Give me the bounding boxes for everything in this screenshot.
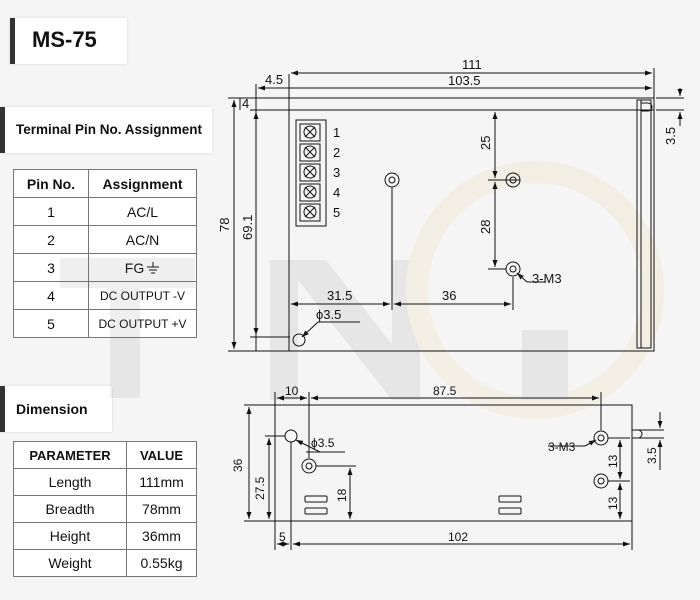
accent-bar xyxy=(0,107,5,153)
dim-spacing-b: 13 xyxy=(606,496,620,510)
dim-left-offset: 10 xyxy=(285,384,299,398)
vent-slot xyxy=(498,507,522,515)
pin-assignment: AC/N xyxy=(88,225,197,254)
terminal-section-title: Terminal Pin No. Assignment xyxy=(16,122,203,137)
mount-hole xyxy=(292,333,306,347)
pin-assignment: DC OUTPUT +V xyxy=(88,309,197,338)
dim-spacing-a: 13 xyxy=(606,454,620,468)
dim-right-hole-offset: 3.5 xyxy=(663,127,678,145)
pin-number: 4 xyxy=(13,281,89,310)
vent-slot xyxy=(304,507,328,515)
dim-inner-length: 103.5 xyxy=(448,73,481,88)
parameter-value: 0.55kg xyxy=(126,549,197,577)
ground-icon xyxy=(146,261,160,273)
dim-hole-diameter: ϕ3.5 xyxy=(316,307,341,322)
pin-label: 4 xyxy=(333,185,340,200)
side-view-outline xyxy=(274,404,633,522)
pin-label: 3 xyxy=(333,165,340,180)
dim-bottom-span: 102 xyxy=(448,530,468,544)
table-row: 3 FG xyxy=(13,253,197,282)
top-view xyxy=(228,68,684,352)
table-row: 4 DC OUTPUT -V xyxy=(13,281,197,310)
dim-hole-span: 87.5 xyxy=(433,384,457,398)
dim-inner-height: 27.5 xyxy=(253,476,267,500)
dim-hole-vertical: 28 xyxy=(478,220,493,234)
dim-inner-height: 69.1 xyxy=(240,215,255,240)
dim-hole-x: 31.5 xyxy=(327,288,352,303)
column-header-assignment: Assignment xyxy=(88,169,197,198)
dim-hole-diameter: ϕ3.5 xyxy=(311,436,335,450)
column-header-pin-no: Pin No. xyxy=(13,169,89,198)
parameter-value: 36mm xyxy=(126,522,197,550)
pin-number: 5 xyxy=(13,309,89,338)
mount-hole xyxy=(593,473,609,489)
terminal-pin-table: Pin No. Assignment 1 AC/L 2 AC/N 3 FG 4 … xyxy=(13,169,197,338)
dim-mount-thread: 3-M3 xyxy=(548,440,576,454)
dim-height: 36 xyxy=(231,458,245,472)
dim-height: 78 xyxy=(217,218,232,232)
dim-hole-spacing: 36 xyxy=(442,288,456,303)
mount-hole xyxy=(284,429,298,443)
pin-assignment: DC OUTPUT -V xyxy=(88,281,197,310)
dimension-title-box: Dimension xyxy=(0,386,112,432)
dim-slot-height: 18 xyxy=(335,488,349,502)
pin-number: 2 xyxy=(13,225,89,254)
parameter-name: Weight xyxy=(13,549,127,577)
mount-hole xyxy=(301,458,317,474)
dimension-table: PARAMETER VALUE Length 111mm Breadth 78m… xyxy=(13,441,197,577)
table-row: Height 36mm xyxy=(13,522,197,550)
terminal-block xyxy=(295,119,327,227)
pin-label: 5 xyxy=(333,205,340,220)
dim-hole-top: 25 xyxy=(478,136,493,150)
mount-hole xyxy=(593,430,609,446)
parameter-name: Breadth xyxy=(13,495,127,523)
dim-overall-length: 111 xyxy=(462,57,482,72)
table-row: 5 DC OUTPUT +V xyxy=(13,309,197,338)
pin-number: 3 xyxy=(13,253,89,282)
pin-assignment-label: FG xyxy=(125,260,144,276)
column-header-value: VALUE xyxy=(126,441,197,469)
parameter-name: Length xyxy=(13,468,127,496)
dim-bottom-left: 5 xyxy=(279,530,286,544)
dim-mount-thread: 3-M3 xyxy=(532,271,562,286)
side-view xyxy=(244,392,664,550)
pin-label: 2 xyxy=(333,145,340,160)
pin-number: 1 xyxy=(13,197,89,226)
column-header-parameter: PARAMETER xyxy=(13,441,127,469)
dimension-section-title: Dimension xyxy=(16,401,88,417)
dim-right-offset: 3.5 xyxy=(645,447,659,464)
model-title: MS-75 xyxy=(32,27,97,52)
vent-slot xyxy=(304,495,328,503)
table-row: 2 AC/N xyxy=(13,225,197,254)
pin-label: 1 xyxy=(333,125,340,140)
mount-hole xyxy=(384,172,400,188)
accent-bar xyxy=(10,18,15,64)
table-row: Weight 0.55kg xyxy=(13,549,197,577)
accent-bar xyxy=(0,386,5,432)
terminal-title-box: Terminal Pin No. Assignment xyxy=(0,107,212,153)
watermark-logo xyxy=(60,161,664,419)
table-row: Breadth 78mm xyxy=(13,495,197,523)
dim-top-offset: 4 xyxy=(242,96,249,111)
vent-slot xyxy=(498,495,522,503)
dim-left-offset: 4.5 xyxy=(265,72,283,87)
model-title-box: MS-75 xyxy=(10,18,127,64)
side-rail xyxy=(636,99,652,349)
